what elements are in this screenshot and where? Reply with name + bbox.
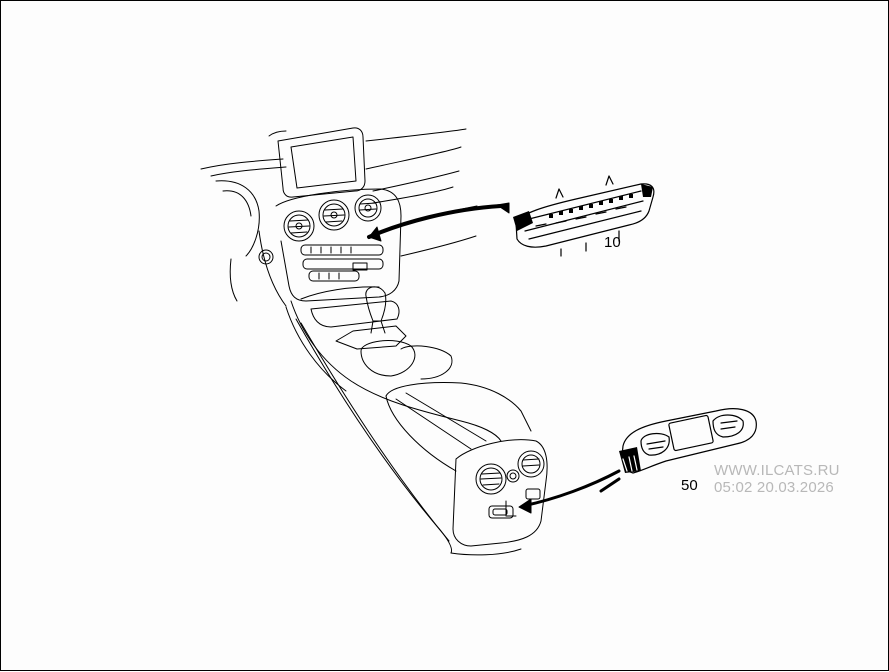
part-50-rear-climate-panel xyxy=(599,408,757,493)
arrow-part-50 xyxy=(518,469,621,514)
center-console xyxy=(285,286,548,556)
watermark: WWW.ILCATS.RU 05:02 20.03.2026 xyxy=(714,462,840,496)
callout-label-10: 10 xyxy=(604,234,621,251)
part-10-front-climate-panel xyxy=(513,175,655,257)
center-stack xyxy=(275,188,402,302)
callout-label-50: 50 xyxy=(681,477,698,494)
watermark-timestamp: 05:02 20.03.2026 xyxy=(714,479,834,496)
display-screen xyxy=(277,127,366,198)
arrow-part-10 xyxy=(367,202,510,242)
watermark-site: WWW.ILCATS.RU xyxy=(714,462,840,479)
